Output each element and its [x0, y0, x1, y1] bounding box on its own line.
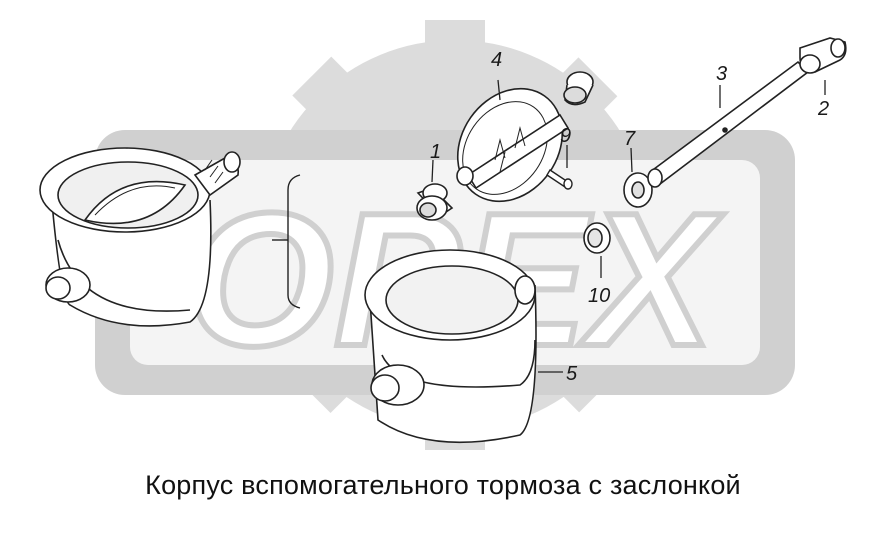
part-9-screw: [546, 169, 573, 190]
callout-3: 3: [716, 63, 727, 85]
part-4-damper-disk: [456, 87, 570, 203]
leader-lines: [431, 79, 826, 373]
upper-bushing: [563, 71, 594, 106]
part-10-plug: [583, 222, 611, 254]
callout-9: 9: [560, 125, 571, 147]
assembled-housing: [39, 147, 241, 327]
callout-10: 10: [588, 285, 610, 307]
callout-1: 1: [430, 141, 441, 163]
part-7-washer: [623, 172, 653, 208]
assembly-indicator: [272, 174, 301, 309]
part-5-housing: [364, 249, 537, 444]
callout-2: 2: [817, 98, 829, 120]
callout-5: 5: [566, 363, 578, 385]
part-1-bushing: [416, 183, 454, 221]
diagram-caption: Корпус вспомогательного тормоза с заслон…: [145, 470, 741, 500]
callout-4: 4: [491, 49, 502, 71]
callout-labels: 4 1 9 7 3 2 10 5: [430, 49, 829, 385]
part-2-lever: [799, 37, 847, 74]
callout-7: 7: [624, 128, 636, 150]
